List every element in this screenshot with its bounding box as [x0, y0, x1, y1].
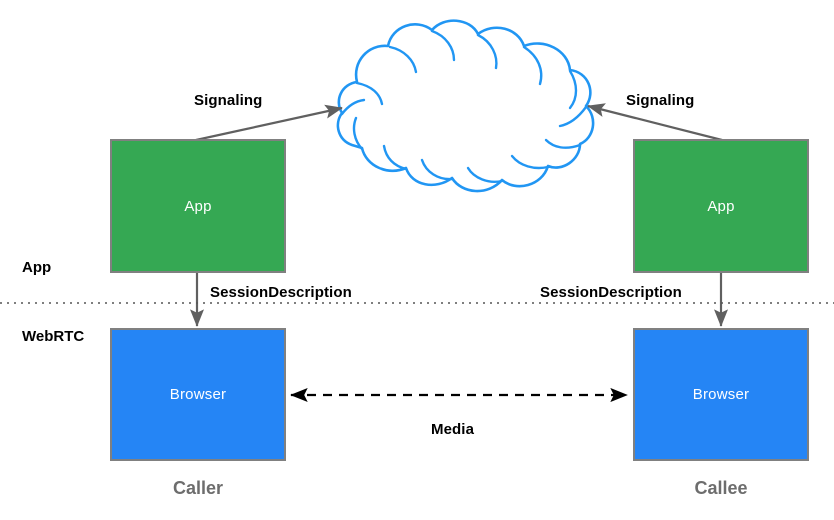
edge-label-callee-sessiondescription: SessionDescription: [540, 284, 682, 301]
node-caller-app[interactable]: App: [110, 139, 286, 273]
edge-label-caller-signaling: Signaling: [194, 92, 263, 109]
node-caller-browser-label: Browser: [169, 386, 227, 403]
role-label-caller: Caller: [172, 478, 224, 498]
edge-label-callee-signaling: Signaling: [626, 92, 695, 109]
node-callee-app-label: App: [707, 197, 735, 215]
signaling-cloud-icon: [336, 19, 595, 193]
role-label-callee: Callee: [694, 478, 748, 498]
node-callee-browser[interactable]: Browser: [633, 328, 809, 461]
edge-label-caller-sessiondescription: SessionDescription: [210, 284, 352, 301]
node-callee-app[interactable]: App: [633, 139, 809, 273]
node-callee-browser-label: Browser: [692, 386, 750, 403]
layer-label-app: App: [22, 259, 52, 276]
layer-label-webrtc: WebRTC: [22, 328, 85, 345]
caller-signaling-arrow: [195, 104, 343, 142]
node-caller-browser[interactable]: Browser: [110, 328, 286, 461]
node-caller-app-label: App: [184, 197, 212, 215]
callee-signaling-arrow: [587, 103, 723, 142]
edge-label-media: Media: [431, 421, 475, 438]
